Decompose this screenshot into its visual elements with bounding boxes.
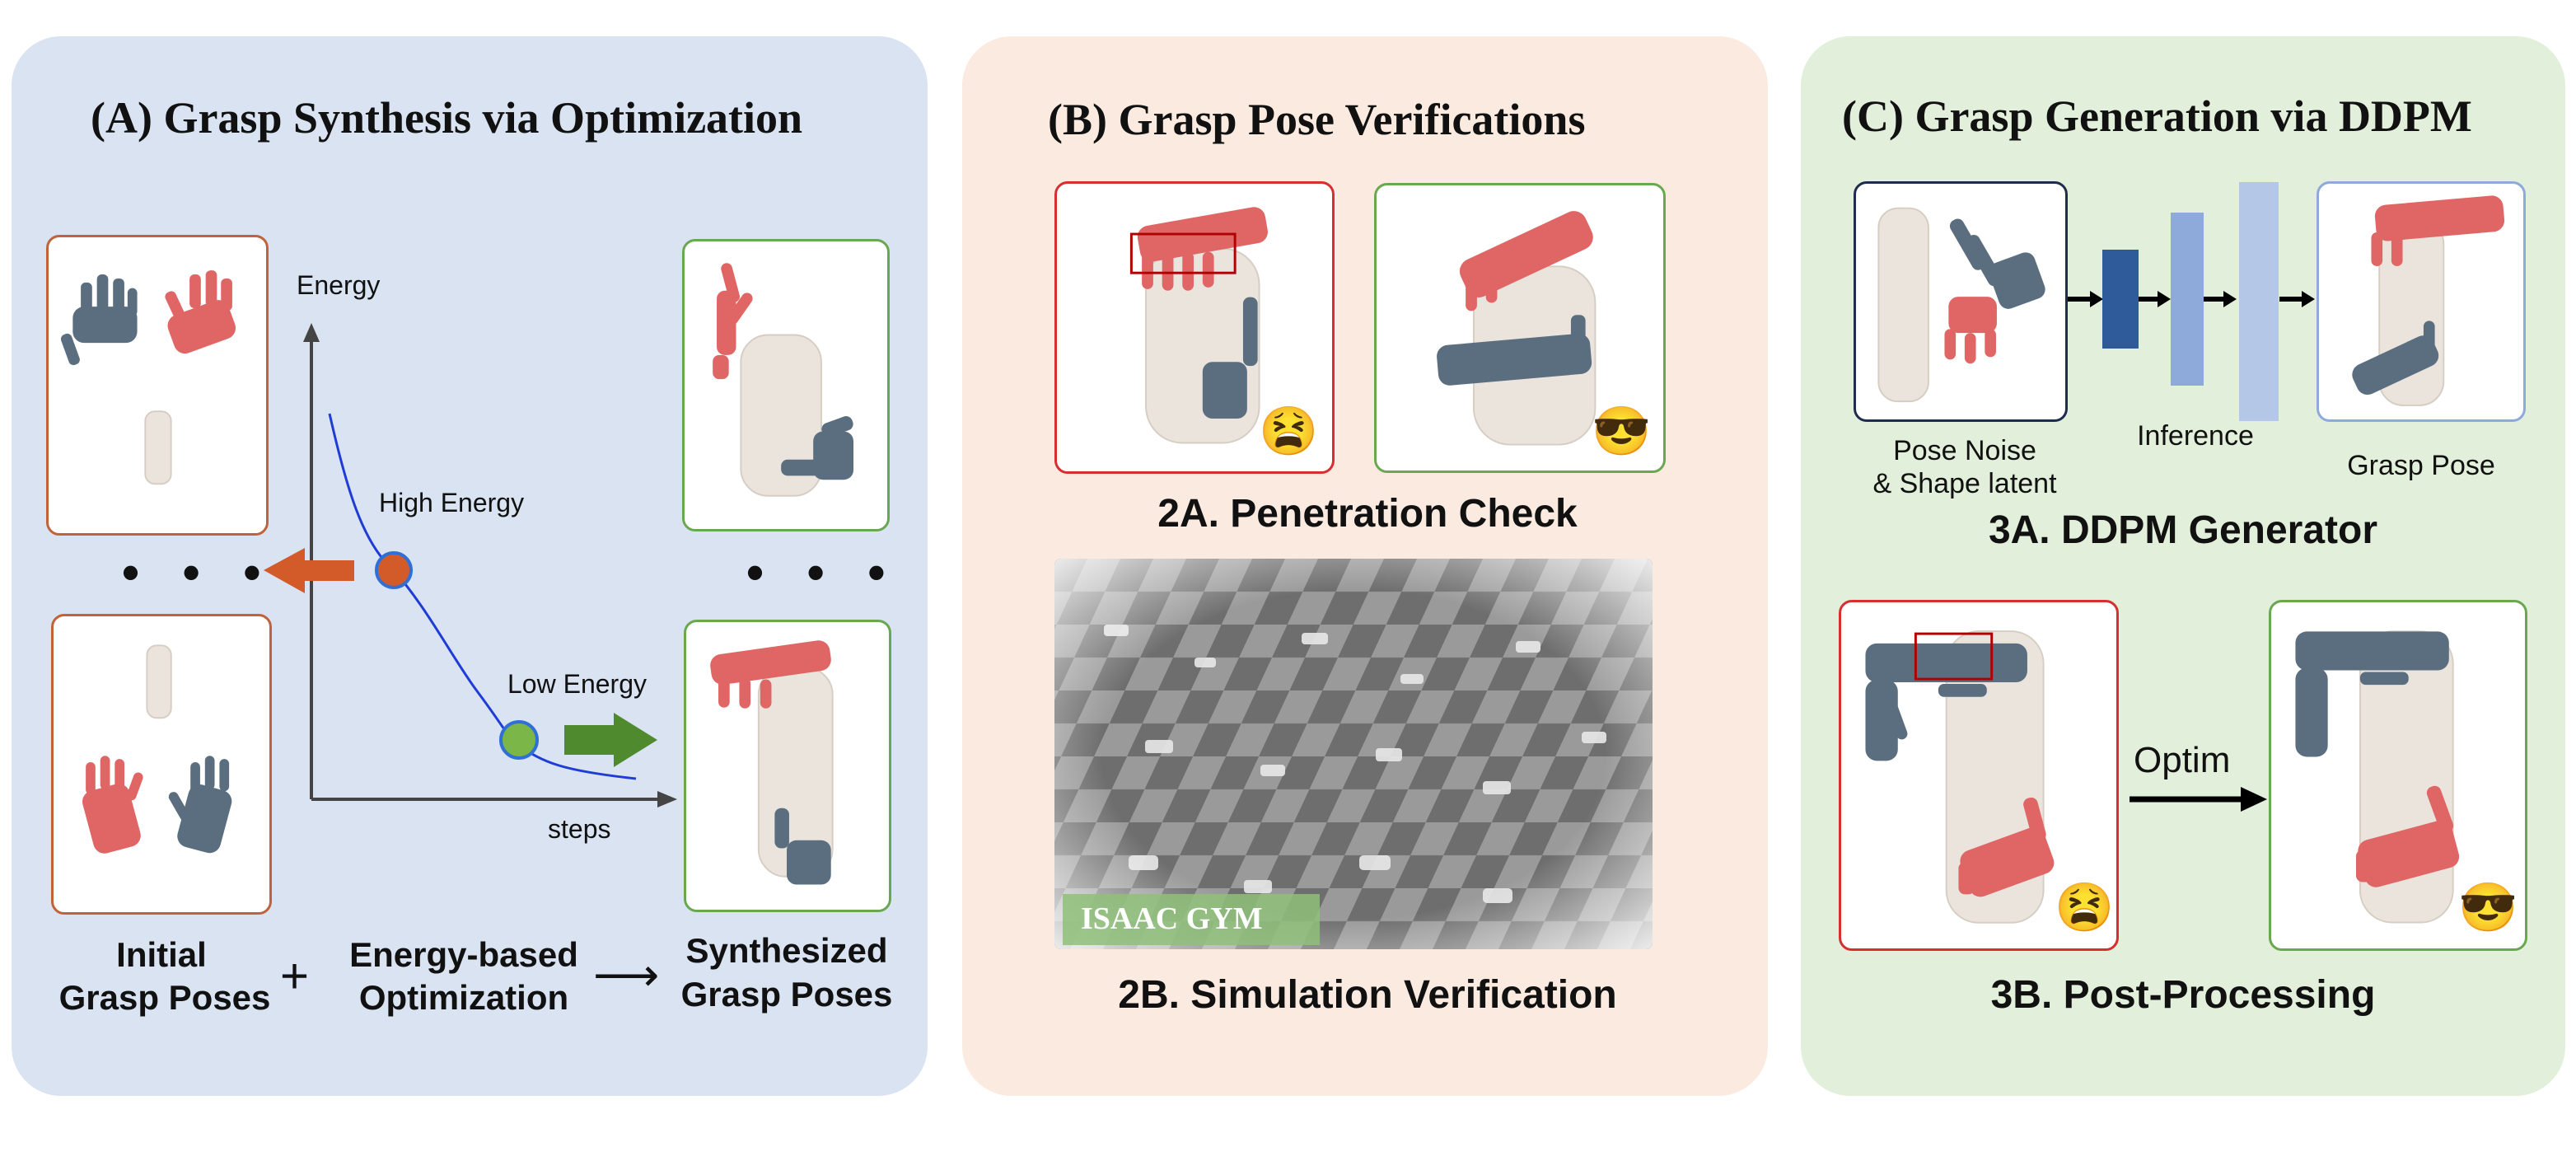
network-layer-2	[2171, 213, 2204, 386]
gray-hand-icon	[1865, 643, 2027, 761]
initial-label-line2: Grasp Poses	[58, 978, 271, 1017]
synth-label-line2: Grasp Poses	[680, 975, 893, 1013]
isaac-gym-badge	[1063, 894, 1320, 945]
energy-plot	[264, 323, 677, 808]
synth-label-line1: Synthesized	[685, 931, 888, 970]
simulation-verification-label: 2B. Simulation Verification	[1118, 973, 1617, 1017]
cool-emoji: 😎	[1592, 405, 1652, 458]
frustrated-emoji: 😫	[1259, 405, 1319, 458]
cylinder-object	[146, 644, 172, 719]
x-axis-arrowhead	[657, 791, 677, 808]
pose-noise-box	[1854, 181, 2068, 422]
gray-hand-icon	[1202, 297, 1258, 419]
gray-hand-icon	[60, 274, 138, 366]
cylinder-object	[740, 334, 822, 497]
panel-b-title: (B) Grasp Pose Verifications	[1048, 95, 1586, 144]
gray-hand-icon	[1949, 218, 2045, 309]
energy-axis-label: Energy	[297, 270, 381, 300]
red-hand-icon	[82, 756, 143, 854]
red-hand-icon	[2371, 195, 2505, 267]
red-hand-icon	[1459, 211, 1593, 311]
pose-noise-label-line1: Pose Noise	[1893, 435, 2036, 466]
result-arrow: ⟶	[593, 948, 660, 1000]
cool-emoji: 😎	[2458, 881, 2518, 934]
cylinder-object	[144, 410, 172, 485]
grasp-pose-label: Grasp Pose	[2347, 450, 2495, 481]
penetration-fail-box	[1054, 181, 1335, 474]
penetration-pass-box	[1374, 183, 1666, 473]
penetration-highlight-box	[1129, 232, 1237, 274]
red-hand-icon	[713, 263, 753, 380]
low-energy-point	[499, 720, 539, 760]
gray-hand-icon	[168, 756, 232, 854]
red-hand-icon	[1944, 297, 1997, 364]
plus-sign: +	[280, 948, 310, 1004]
ellipsis-right: • • •	[746, 545, 900, 600]
post-process-before-box	[1839, 600, 2119, 951]
cylinder-object	[1877, 207, 1929, 403]
network-layer-3	[2239, 182, 2279, 421]
ddpm-network-diagram	[2068, 182, 2315, 421]
ddpm-generator-label: 3A. DDPM Generator	[1988, 508, 2378, 552]
red-hand-icon	[1958, 797, 2055, 897]
optim-label-line2: Optimization	[358, 978, 569, 1017]
post-process-after-box	[2269, 600, 2527, 951]
generated-grasp-box	[2317, 181, 2526, 422]
penetration-check-label: 2A. Penetration Check	[1157, 492, 1578, 536]
steps-axis-label: steps	[548, 814, 611, 844]
network-layer-1	[2102, 250, 2139, 349]
ellipsis-left: • • •	[122, 545, 276, 600]
y-axis-arrowhead	[303, 323, 320, 342]
energy-curve	[328, 413, 637, 780]
low-energy-label: Low Energy	[507, 669, 647, 699]
gray-hand-icon	[774, 808, 831, 885]
left-orange-arrow	[264, 548, 354, 593]
frustrated-emoji: 😫	[2055, 881, 2115, 934]
optim-label-line1: Energy-based	[349, 935, 578, 974]
arrow-icon	[2068, 291, 2315, 307]
pose-noise-label-line2: & Shape latent	[1872, 468, 2057, 499]
high-energy-point	[375, 551, 413, 589]
panel-c-title: (C) Grasp Generation via DDPM	[1842, 91, 2472, 141]
isaac-gym-label: ISAAC GYM	[1081, 901, 1263, 936]
post-processing-label: 3B. Post-Processing	[1990, 973, 2376, 1017]
initial-label-line1: Initial	[116, 935, 207, 974]
optim-label: Optim	[2134, 740, 2231, 780]
initial-pose-box-2	[51, 614, 272, 915]
red-hand-icon	[710, 640, 831, 709]
initial-pose-box-1	[46, 235, 269, 536]
red-hand-icon	[165, 270, 236, 354]
gray-hand-icon	[2352, 321, 2439, 396]
synthesized-pose-box-2	[684, 620, 891, 912]
right-green-arrow	[564, 713, 657, 767]
red-hand-icon	[2355, 785, 2460, 887]
gray-hand-icon	[1437, 315, 1592, 386]
panel-a	[12, 36, 928, 1096]
isaac-gym-simulation	[1054, 559, 1653, 949]
synthesized-pose-box-1	[682, 239, 890, 531]
gray-hand-icon	[2295, 631, 2449, 757]
penetration-highlight-box	[1914, 632, 1994, 681]
optim-arrow	[2130, 787, 2267, 812]
inference-label: Inference	[2137, 420, 2254, 452]
high-energy-label: High Energy	[379, 488, 525, 517]
panel-a-title: (A) Grasp Synthesis via Optimization	[91, 93, 803, 143]
gray-hand-icon	[781, 416, 853, 480]
